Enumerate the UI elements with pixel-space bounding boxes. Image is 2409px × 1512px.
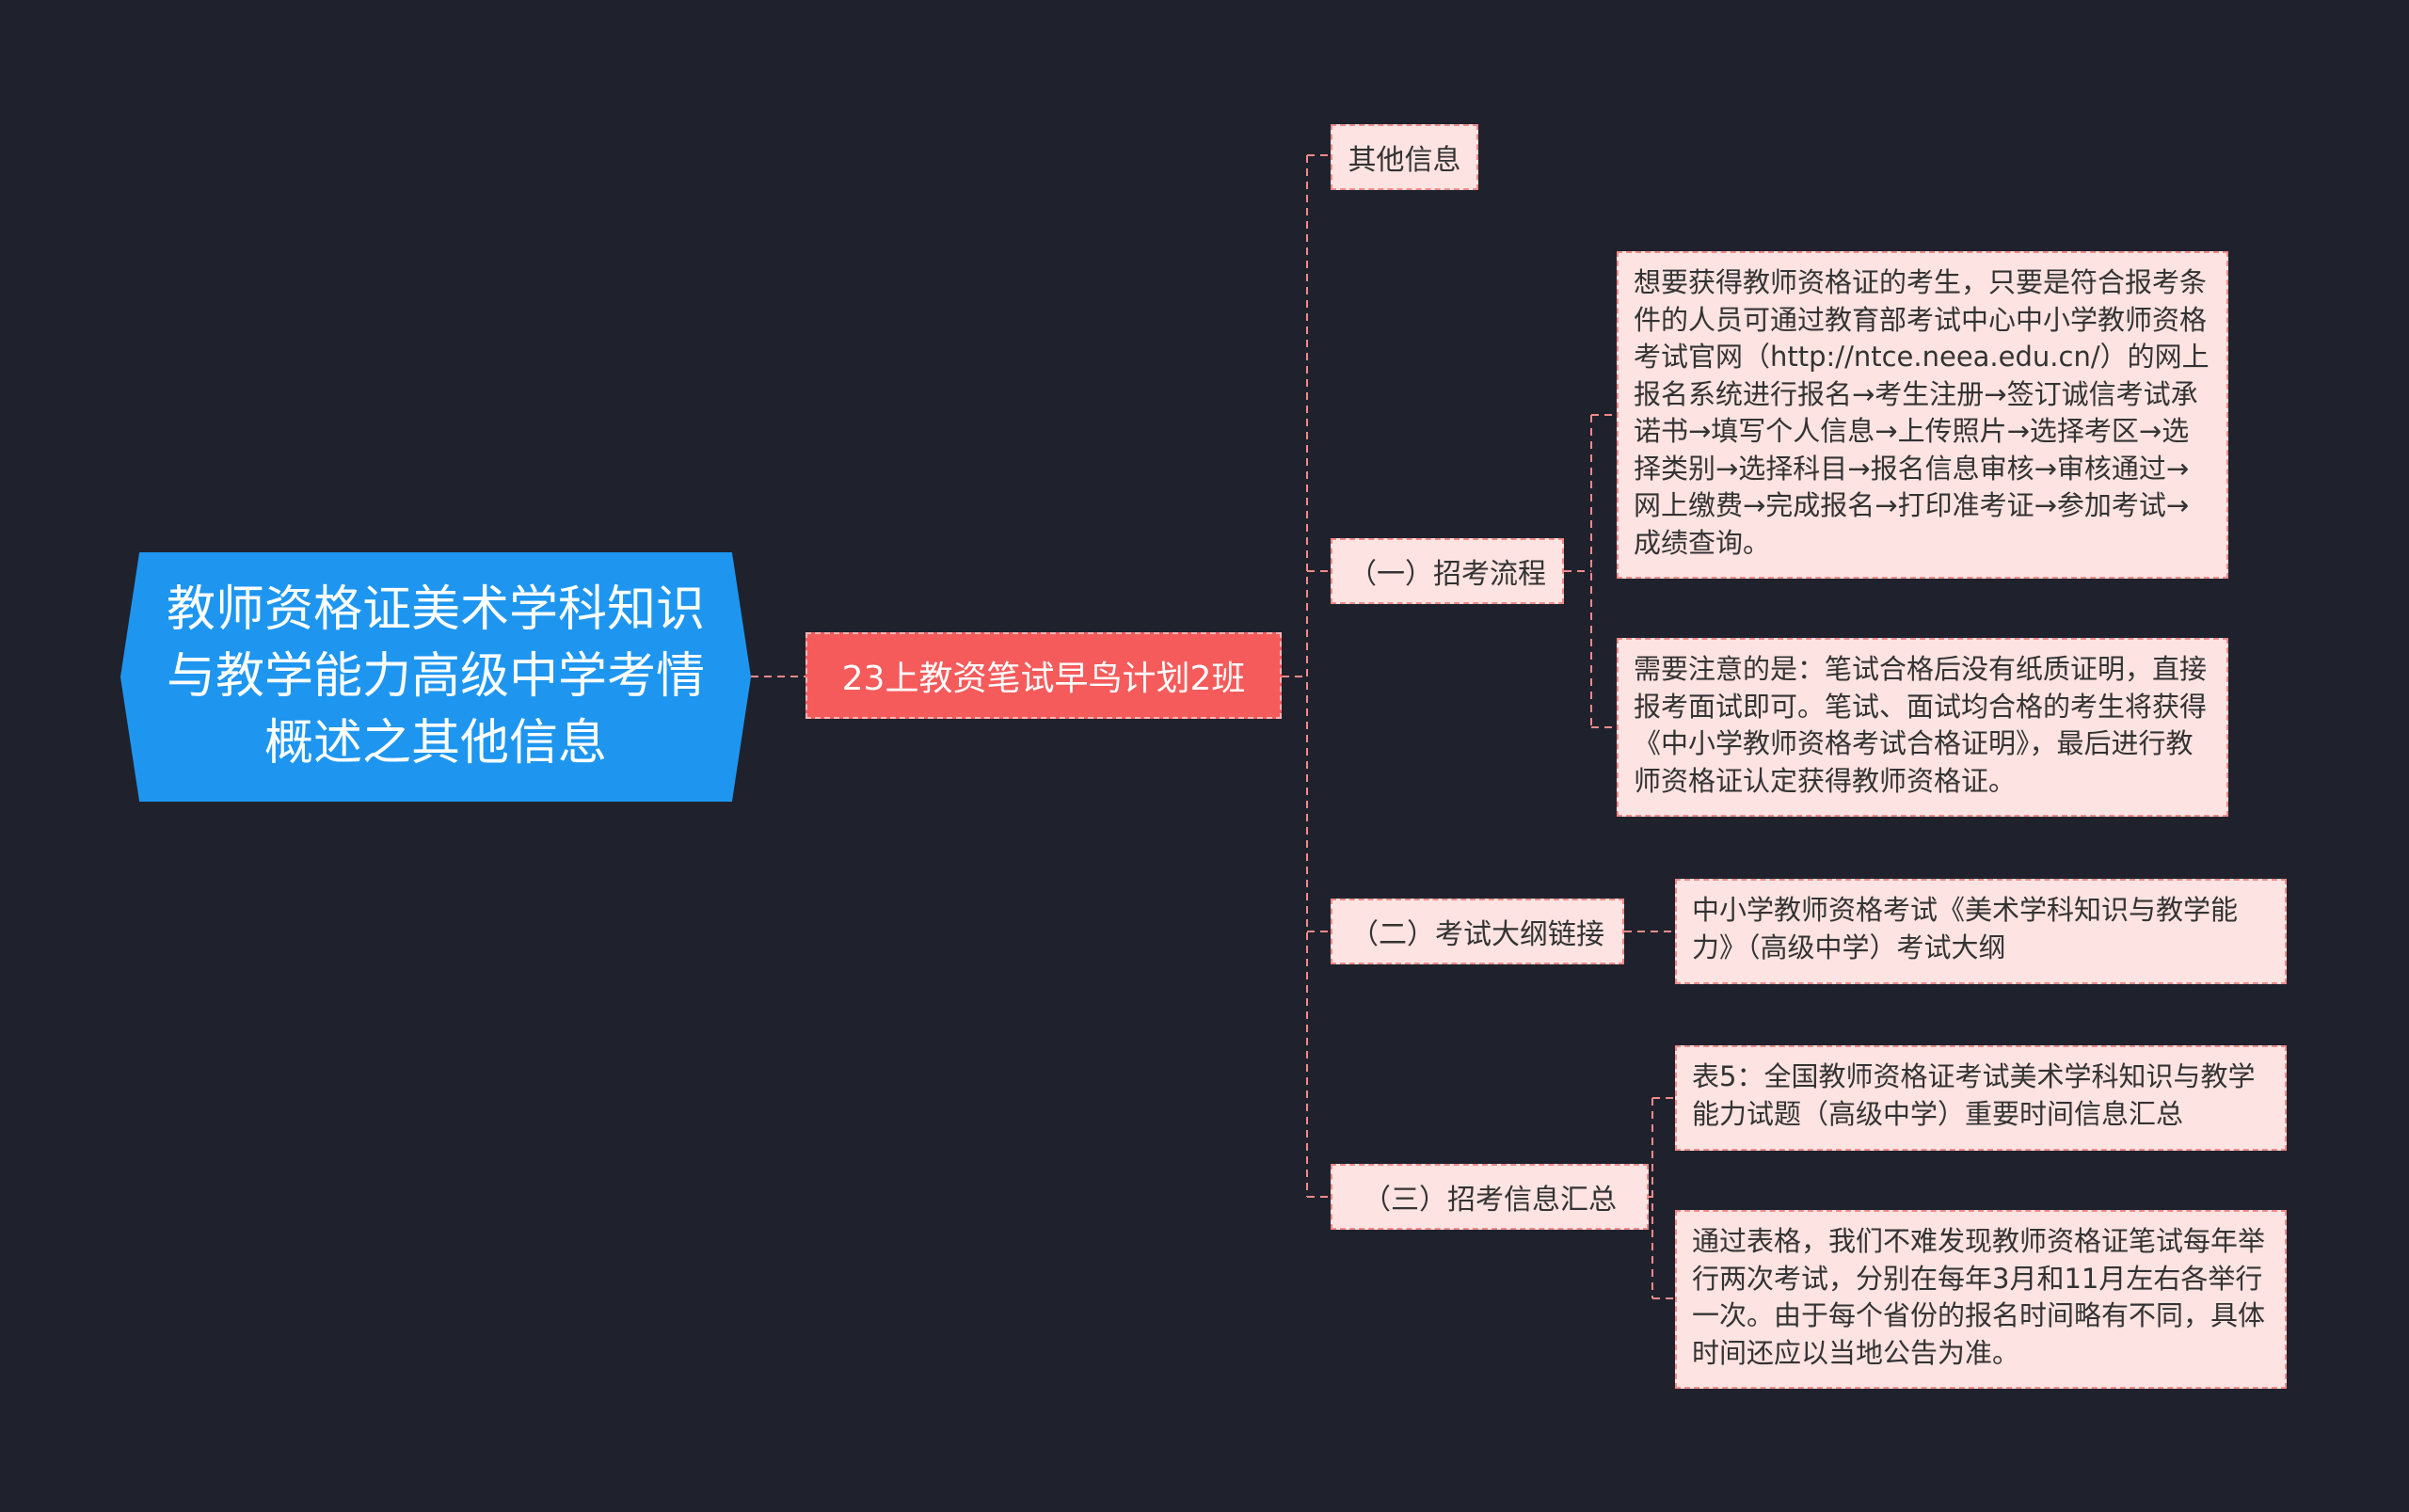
leaf-text: 需要注意的是：笔试合格后没有纸质证明，直接报考面试即可。笔试、面试均合格的考生将… [1634, 653, 2208, 797]
leaf-text: 通过表格，我们不难发现教师资格证笔试每年举行两次考试，分别在每年3月和11月左右… [1692, 1225, 2266, 1369]
topic-exam-process[interactable]: （一）招考流程 [1331, 538, 1564, 604]
root-topic-text: 教师资格证美术学科知识与教学能力高级中学考情概述之其他信息 [166, 581, 705, 772]
topic-label: （三）招考信息汇总 [1363, 1184, 1617, 1217]
leaf-syllabus[interactable]: 中小学教师资格考试《美术学科知识与教学能力》（高级中学）考试大纲 [1675, 879, 2287, 984]
leaf-text: 中小学教师资格考试《美术学科知识与教学能力》（高级中学）考试大纲 [1692, 894, 2239, 963]
leaf-exam-schedule-note[interactable]: 通过表格，我们不难发现教师资格证笔试每年举行两次考试，分别在每年3月和11月左右… [1675, 1210, 2287, 1389]
topic-label: 其他信息 [1348, 144, 1461, 177]
topic-exam-info-summary[interactable]: （三）招考信息汇总 [1331, 1164, 1649, 1230]
topic-label: （一）招考流程 [1348, 558, 1546, 591]
leaf-process-note[interactable]: 需要注意的是：笔试合格后没有纸质证明，直接报考面试即可。笔试、面试均合格的考生将… [1617, 638, 2228, 817]
leaf-text: 表5：全国教师资格证考试美术学科知识与教学能力试题（高级中学）重要时间信息汇总 [1692, 1060, 2256, 1130]
root-topic[interactable]: 教师资格证美术学科知识与教学能力高级中学考情概述之其他信息 [120, 552, 751, 802]
branch-topic[interactable]: 23上教资笔试早鸟计划2班 [806, 632, 1282, 719]
leaf-process-steps[interactable]: 想要获得教师资格证的考生，只要是符合报考条件的人员可通过教育部考试中心中小学教师… [1617, 251, 2228, 579]
leaf-text: 想要获得教师资格证的考生，只要是符合报考条件的人员可通过教育部考试中心中小学教师… [1634, 266, 2210, 559]
topic-label: （二）考试大纲链接 [1350, 918, 1604, 951]
topic-syllabus-link[interactable]: （二）考试大纲链接 [1331, 899, 1624, 964]
leaf-table-caption[interactable]: 表5：全国教师资格证考试美术学科知识与教学能力试题（高级中学）重要时间信息汇总 [1675, 1045, 2287, 1151]
branch-topic-text: 23上教资笔试早鸟计划2班 [841, 660, 1246, 698]
topic-other-info[interactable]: 其他信息 [1331, 124, 1478, 190]
